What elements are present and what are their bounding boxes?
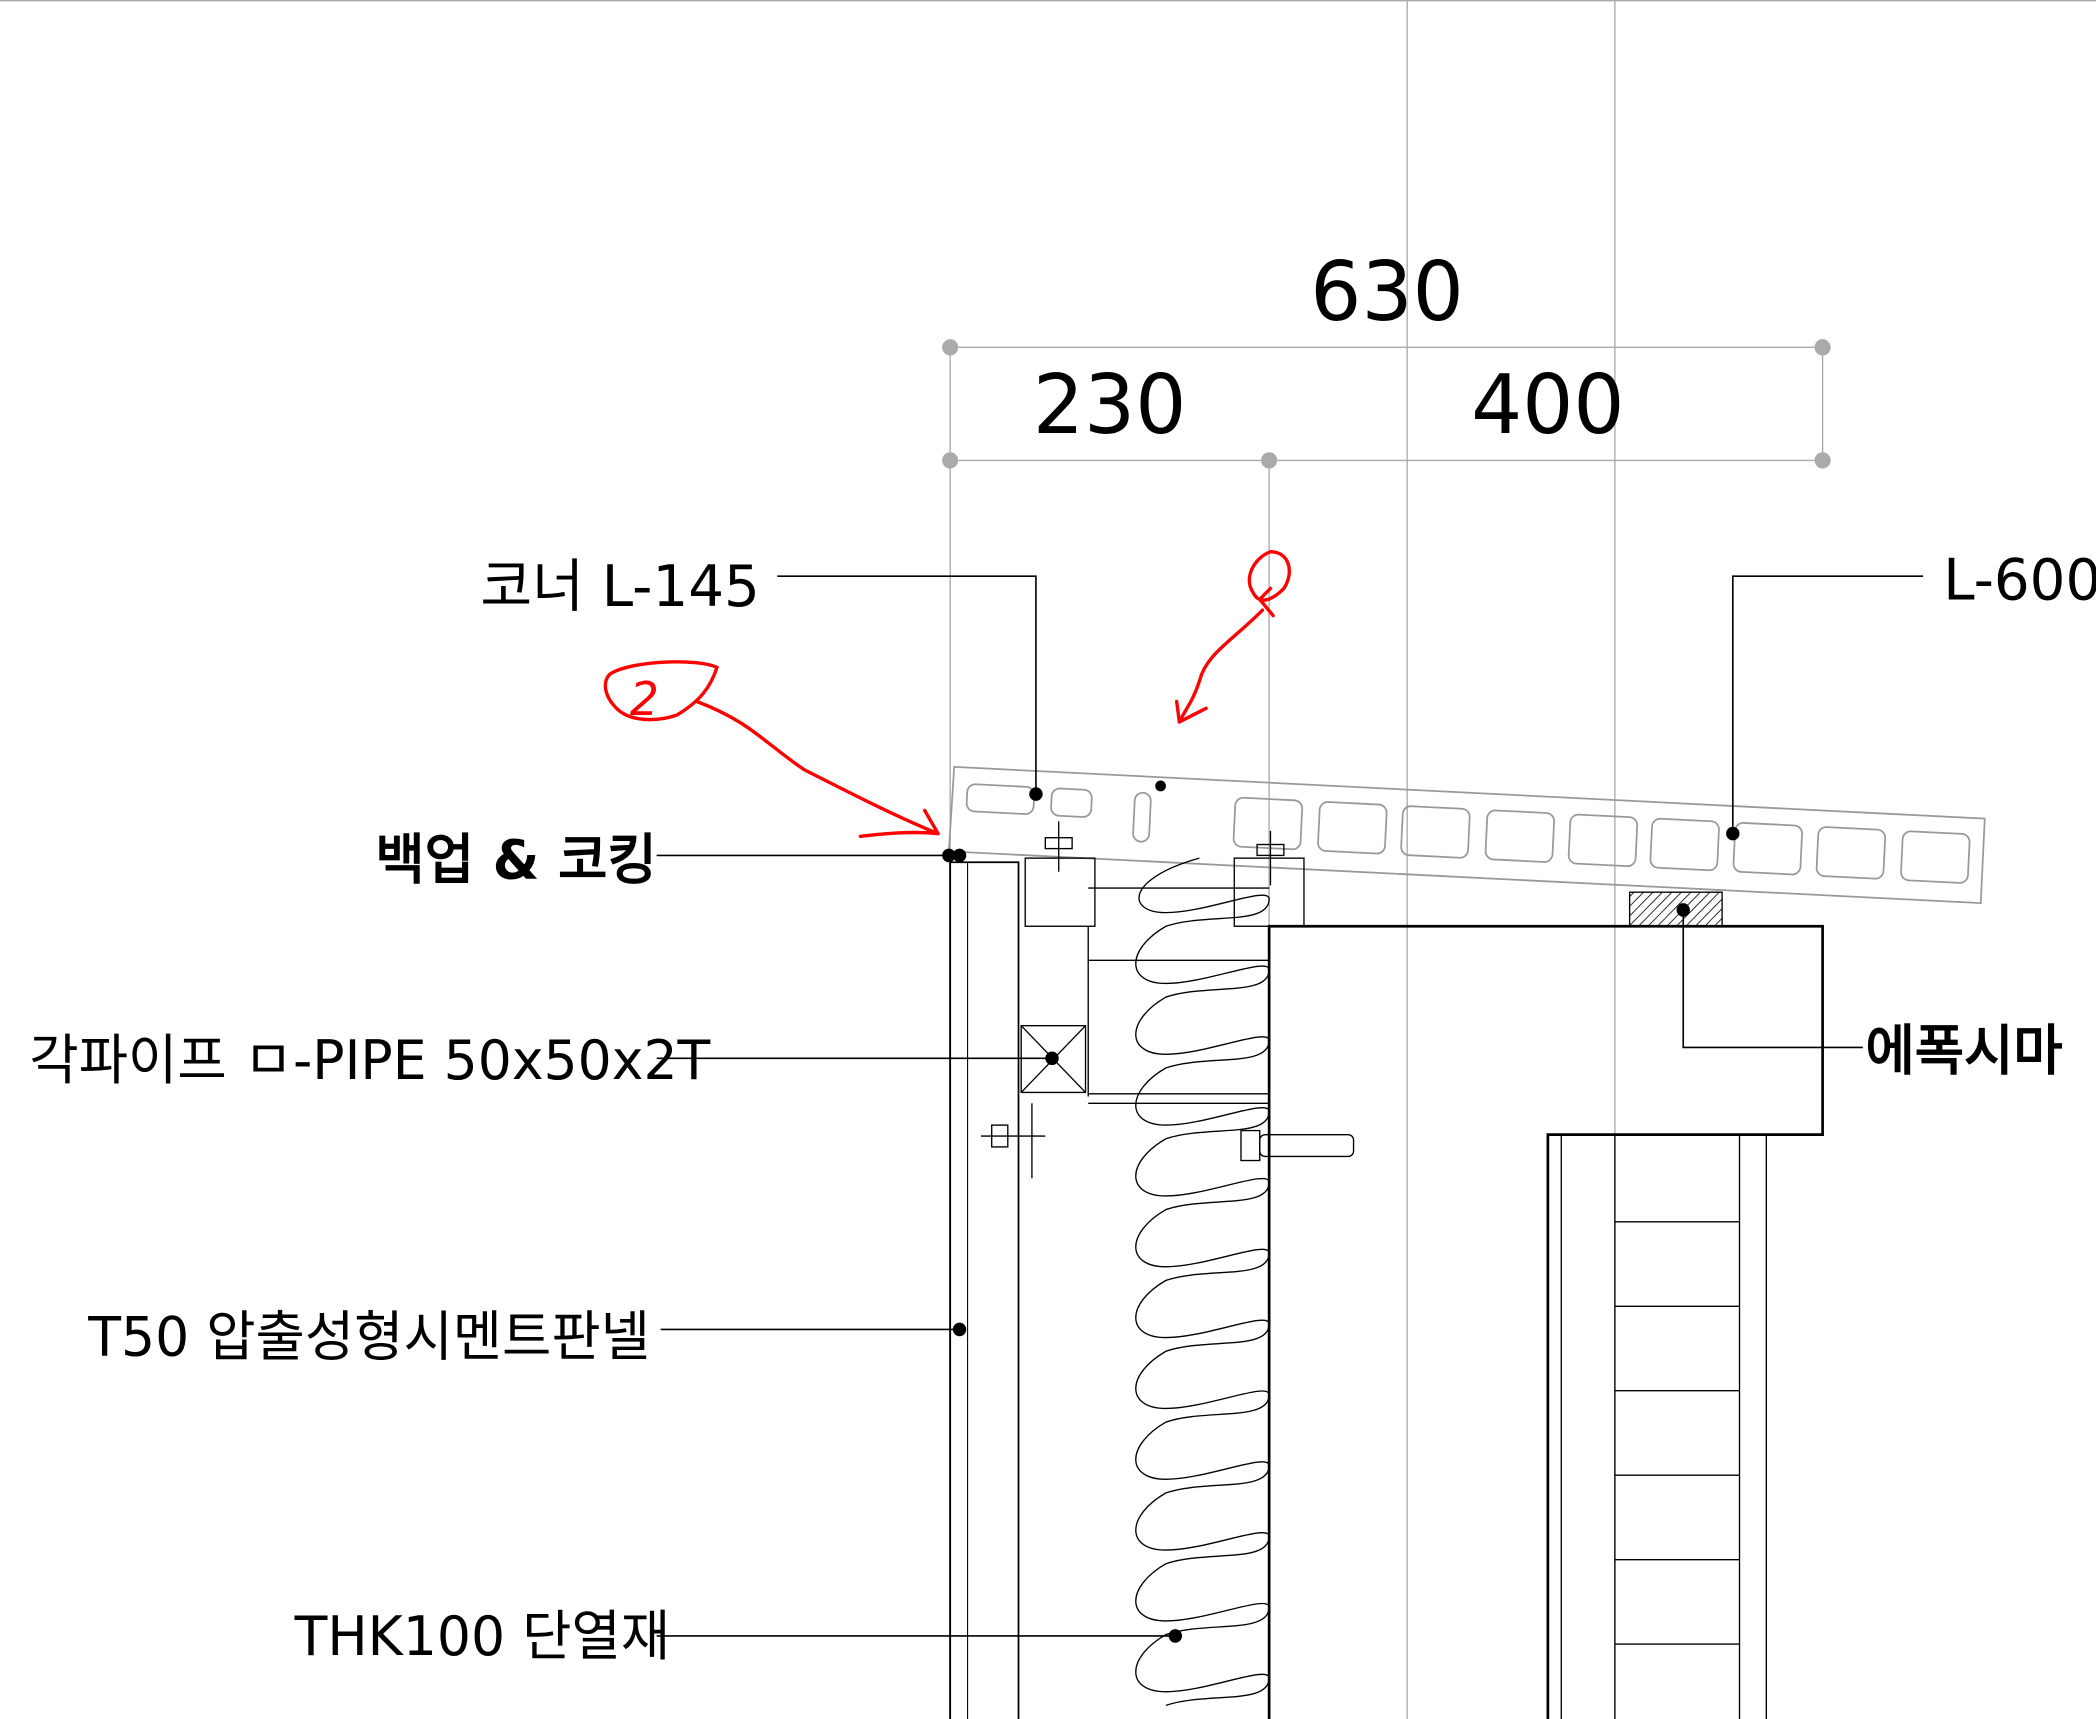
dimension-dots (942, 339, 1831, 469)
panel-hollow-cell (965, 783, 1036, 815)
leader-lines (656, 575, 1924, 1637)
panel-hollow-cell (1567, 813, 1639, 868)
label-cement-panel: T50 압출성형시멘트판넬 (87, 1305, 650, 1369)
dimension-left: 230 (1033, 359, 1186, 454)
dimension-right: 400 (1471, 359, 1624, 454)
leader-dots (942, 780, 1740, 1643)
markup-number-2: 2 (630, 672, 659, 726)
cement-panel-wall (949, 861, 1020, 1719)
panel-hollow-cell (1132, 791, 1152, 843)
panel-hollow-cell (1815, 826, 1887, 880)
panel-hollow-cell (1649, 817, 1720, 872)
panel-outline (947, 765, 1986, 905)
panel-hollow-cell (1232, 796, 1304, 851)
panel-hollow-cell (1484, 809, 1555, 863)
markup-circle-2 (603, 660, 720, 722)
label-corner-l145: 코너 L-145 (480, 554, 759, 621)
markup-arrow-1 (1174, 608, 1265, 724)
panel-hollow-cell (1732, 822, 1803, 876)
label-l600: L-600 (1943, 547, 2096, 614)
dimension-total: 630 (1310, 245, 1463, 340)
markup-circle-1 (1247, 549, 1291, 618)
insulation (1135, 857, 1270, 1707)
markup-arrow-2 (695, 699, 940, 839)
label-square-pipe: 각파이프 ㅁ-PIPE 50x50x2T (29, 1028, 711, 1092)
window-frame (1560, 1134, 1767, 1719)
epoxy-pad (1628, 891, 1723, 927)
label-backup-caulking: 백업 & 코킹 (375, 828, 656, 892)
panel-hollow-cell (1400, 805, 1471, 859)
anchor-bolt (1259, 1133, 1355, 1158)
panel-hollow-cell (1317, 801, 1388, 855)
label-epoxy: 에폭시마 (1865, 1019, 2063, 1083)
panel-hollow-cell (1900, 830, 1971, 884)
red-markup: 2 (603, 549, 1291, 839)
panel-hollow-cell (1050, 787, 1093, 818)
concrete-structure (1267, 924, 1824, 1719)
hollow-panel-l600 (947, 765, 1986, 905)
label-insulation: THK100 단열재 (294, 1605, 670, 1669)
